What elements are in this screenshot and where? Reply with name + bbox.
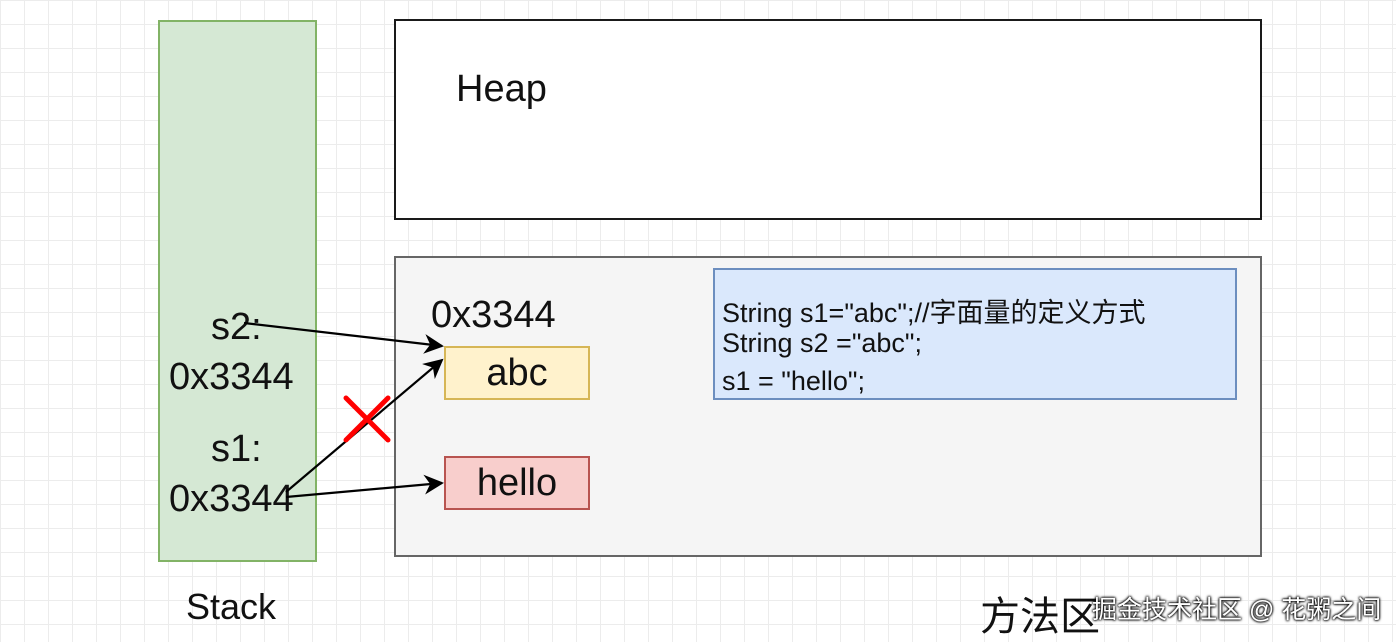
stack-region xyxy=(158,20,317,562)
string-address-label: 0x3344 xyxy=(431,294,556,336)
code-snippet-box xyxy=(713,268,1237,400)
stack-label: Stack xyxy=(186,586,277,627)
abc-string-label: abc xyxy=(486,351,548,394)
code-line-3: s1 = "hello"; xyxy=(722,366,866,396)
s1-to-abc-arrow xyxy=(285,358,444,493)
s1-variable-address: 0x3344 xyxy=(169,478,294,520)
hello-string-label: hello xyxy=(476,461,558,504)
cross-mark-icon xyxy=(343,395,391,443)
s2-variable-address: 0x3344 xyxy=(169,356,294,398)
code-line-1: String s1="abc";//字面量的定义方式 xyxy=(722,298,1146,328)
heap-label: Heap xyxy=(456,68,547,110)
s2-to-abc-arrow xyxy=(243,321,444,354)
s1-variable-name: s1: xyxy=(211,428,262,470)
watermark-text: 掘金技术社区 @ 花粥之间 xyxy=(1092,596,1382,624)
s2-variable-name: s2: xyxy=(211,306,262,348)
heap-region xyxy=(394,19,1262,220)
s1-to-hello-arrow xyxy=(285,474,444,499)
abc-string-box: abc xyxy=(444,346,590,400)
code-line-2: String s2 ="abc"; xyxy=(722,328,923,358)
method-area-label: 方法区 xyxy=(980,595,1100,639)
hello-string-box: hello xyxy=(444,456,590,510)
